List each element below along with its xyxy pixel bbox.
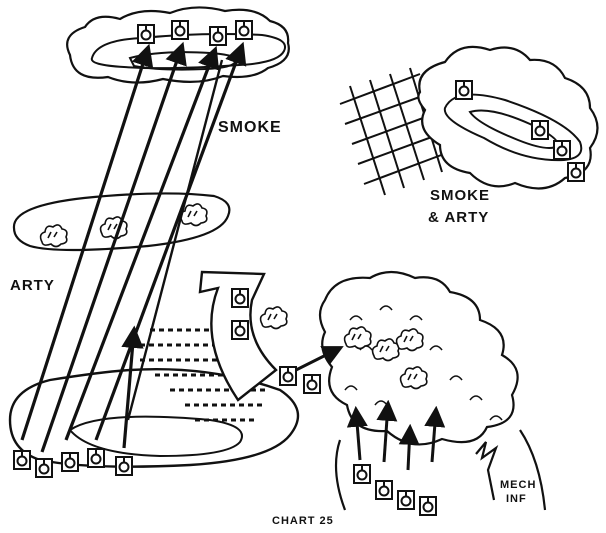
tank-icon: [88, 449, 104, 467]
tank-icon: [280, 367, 296, 385]
tank-icon: [398, 491, 414, 509]
maneuver-arrow: [200, 272, 276, 400]
mech-inf-label-line2: INF: [506, 493, 527, 505]
chart-caption: CHART 25: [272, 515, 334, 527]
tank-icon: [116, 457, 132, 475]
smoke-arty-zone: [340, 47, 598, 195]
arty-label: ARTY: [10, 277, 55, 294]
tank-icon: [236, 21, 252, 39]
tank-icon: [568, 163, 584, 181]
tank-icon: [304, 375, 320, 393]
tank-icon: [36, 459, 52, 477]
smoke-arty-label-line1: SMOKE: [430, 187, 490, 204]
tank-icon: [172, 21, 188, 39]
tank-icon: [456, 81, 472, 99]
mech-inf-label-line1: MECH: [500, 479, 536, 491]
tank-icon: [232, 321, 248, 339]
tank-icon: [532, 121, 548, 139]
smoke-cloud-icon: [261, 307, 287, 329]
tank-icon: [210, 27, 226, 45]
tank-icon: [138, 25, 154, 43]
tank-icon: [554, 141, 570, 159]
tank-icon: [354, 465, 370, 483]
tank-icon: [62, 453, 78, 471]
smoke-label: SMOKE: [218, 119, 282, 136]
tank-icon: [376, 481, 392, 499]
tank-icon: [420, 497, 436, 515]
tank-icon: [14, 451, 30, 469]
smoke-arty-label-line2: & ARTY: [428, 209, 489, 226]
smoke-cloud-top: [67, 7, 289, 82]
tank-icon: [232, 289, 248, 307]
